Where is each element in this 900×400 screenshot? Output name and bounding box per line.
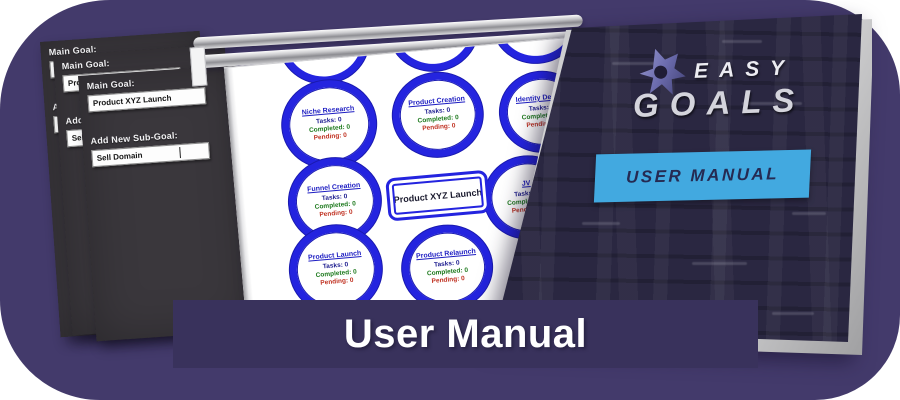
brand-word-goals: GOALS [632,81,806,124]
main-goal-node[interactable]: Product XYZ Launch [385,169,491,222]
pending-count: Pending: 0 [431,275,466,285]
user-manual-ribbon-label: USER MANUAL [625,164,780,187]
pending-count: Pending: 0 [320,276,354,287]
goal-circle[interactable]: Product Creation Tasks: 0 Completed: 0 P… [389,69,487,161]
brand-logo: EASY [639,43,796,98]
page-corner-tab [189,46,208,87]
pending-count: Pending: 0 [313,131,348,142]
sub-goal-input[interactable]: Sell Domain [91,142,211,168]
sub-goal-label: Add New Sub-Goal: [90,130,179,147]
brand-word-easy: EASY [693,56,796,83]
main-goal-input[interactable]: Product XYZ Launch [87,87,207,113]
pending-count: Pending: 0 [422,122,456,133]
pending-count: Pending: 0 [319,208,353,219]
user-manual-book: EASY GOALS USER MANUAL [492,12,872,358]
title-banner: User Manual [173,300,758,368]
user-manual-ribbon: USER MANUAL [593,149,812,203]
title-banner-label: User Manual [343,311,588,356]
star-logo-icon [639,48,686,95]
